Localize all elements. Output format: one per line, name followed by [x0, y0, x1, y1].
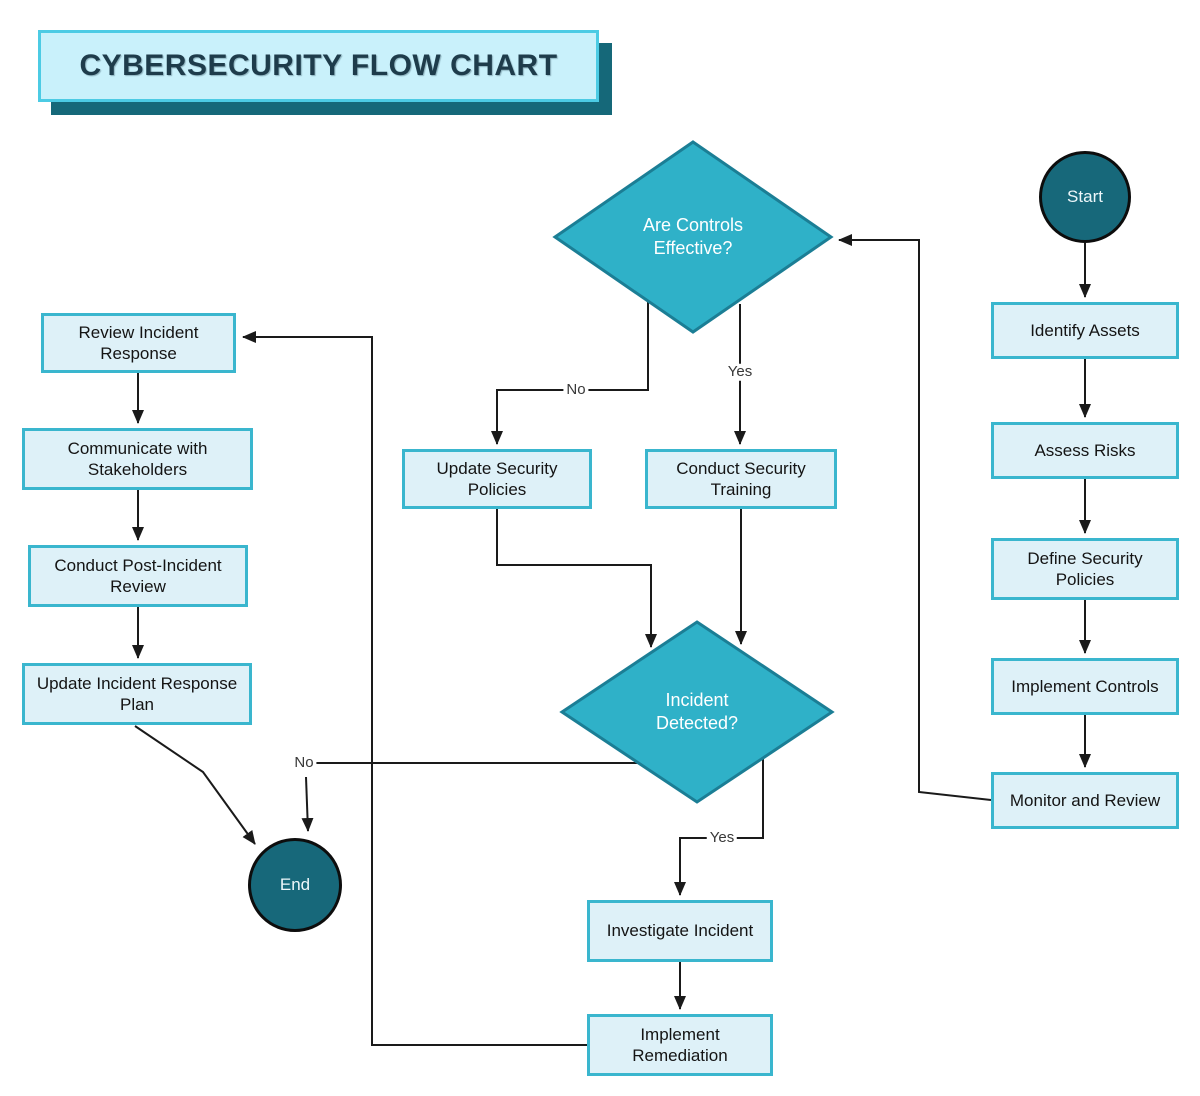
node-investigate-incident: Investigate Incident — [587, 900, 773, 962]
node-define-security-policies: Define Security Policies — [991, 538, 1179, 600]
node-incident-detected-label: Incident Detected? — [655, 689, 739, 733]
node-end-label: End — [279, 875, 311, 894]
node-implement-controls: Implement Controls — [991, 658, 1179, 715]
node-define-security-policies-label: Define Security Policies — [1027, 548, 1143, 589]
node-monitor-and-review-label: Monitor and Review — [1009, 790, 1161, 810]
node-are-controls-effective: Are Controls Effective? — [613, 205, 773, 269]
edge-label-incident-yes: Yes — [706, 829, 738, 847]
node-conduct-post-incident-review-label: Conduct Post-Incident Review — [54, 555, 222, 596]
node-implement-controls-label: Implement Controls — [1011, 676, 1159, 696]
node-assess-risks: Assess Risks — [991, 422, 1179, 479]
node-are-controls-effective-label: Are Controls Effective? — [642, 214, 744, 258]
node-communicate-with-stakeholders-label: Communicate with Stakeholders — [67, 438, 208, 479]
node-start: Start — [1039, 151, 1131, 243]
edge-label-controls-yes: Yes — [724, 363, 756, 381]
node-conduct-post-incident-review: Conduct Post-Incident Review — [28, 545, 248, 607]
edge-incident-no-drop — [301, 776, 314, 832]
node-review-incident-response-label: Review Incident Response — [78, 322, 199, 363]
page-title: CYBERSECURITY FLOW CHART — [79, 49, 558, 82]
edge-label-incident-no: No — [291, 754, 317, 772]
node-monitor-and-review: Monitor and Review — [991, 772, 1179, 829]
node-start-label: Start — [1067, 187, 1103, 206]
edge-controls-no — [491, 302, 649, 445]
node-communicate-with-stakeholders: Communicate with Stakeholders — [22, 428, 253, 490]
node-end: End — [248, 838, 342, 932]
node-update-security-policies: Update Security Policies — [402, 449, 592, 509]
edge-monitor-controls — [838, 234, 992, 801]
node-incident-detected-shape — [559, 620, 835, 804]
node-update-incident-response-plan-label: Update Incident Response Plan — [36, 673, 238, 714]
node-are-controls-effective-shape — [552, 140, 834, 334]
node-implement-remediation-label: Implement Remediation — [632, 1024, 728, 1065]
node-identify-assets: Identify Assets — [991, 302, 1179, 359]
node-conduct-security-training: Conduct Security Training — [645, 449, 837, 509]
title-box: CYBERSECURITY FLOW CHART — [38, 30, 599, 102]
node-implement-remediation: Implement Remediation — [587, 1014, 773, 1076]
node-identify-assets-label: Identify Assets — [1030, 320, 1140, 340]
node-review-incident-response: Review Incident Response — [41, 313, 236, 373]
node-assess-risks-label: Assess Risks — [1034, 440, 1136, 460]
edge-plan-end — [134, 725, 256, 845]
node-update-incident-response-plan: Update Incident Response Plan — [22, 663, 252, 725]
edge-policies-incident — [496, 509, 657, 648]
node-conduct-security-training-label: Conduct Security Training — [676, 458, 806, 499]
node-incident-detected: Incident Detected? — [637, 680, 757, 744]
node-investigate-incident-label: Investigate Incident — [606, 921, 754, 941]
node-update-security-policies-label: Update Security Policies — [436, 458, 558, 499]
edge-remediation-review — [242, 331, 587, 1046]
edge-label-controls-no: No — [563, 381, 589, 399]
